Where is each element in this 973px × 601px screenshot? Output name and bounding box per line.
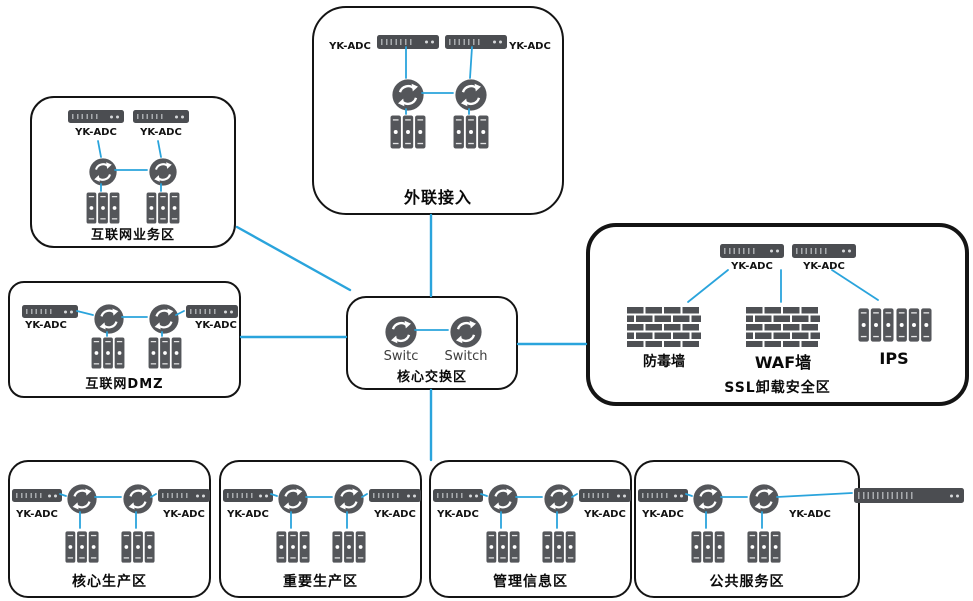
yk-adc-label: YK-ADC <box>163 509 205 520</box>
waf-wall-icon <box>746 307 820 347</box>
server-rack-icon <box>542 530 576 564</box>
yk-adc-label: YK-ADC <box>584 509 626 520</box>
server-rack-icon <box>146 192 180 224</box>
switch-label-left: Switc <box>383 349 419 364</box>
zone-title-core-switch: 核心交换区 <box>396 370 467 385</box>
zone-internet-dmz: YK-ADC YK-ADC 互联网DMZ <box>8 281 241 398</box>
waf-wall-label: WAF墙 <box>754 353 812 372</box>
load-balancer-icon <box>94 304 124 334</box>
adc-appliance-icon <box>377 35 439 49</box>
adc-appliance-icon <box>433 489 483 502</box>
server-rack-icon <box>91 337 125 369</box>
switch-icon <box>450 316 482 348</box>
load-balancer-icon <box>488 484 518 514</box>
server-rack-icon <box>332 530 366 564</box>
yk-adc-label: YK-ADC <box>329 41 371 52</box>
zone-public-services: YK-ADC YK-ADC 公共服务区 <box>634 460 964 598</box>
zone-external-access: YK-ADC YK-ADC 外联接入 <box>312 6 564 215</box>
adc-appliance-icon <box>133 110 189 123</box>
ips-rack-icon <box>858 304 894 346</box>
yk-adc-label: YK-ADC <box>75 127 117 138</box>
zone-important-production: YK-ADC YK-ADC 重要生产区 <box>219 460 422 598</box>
load-balancer-icon <box>67 484 97 514</box>
yk-adc-label: YK-ADC <box>227 509 269 520</box>
adc-appliance-icon <box>579 489 631 502</box>
adc-appliance-icon <box>369 489 421 502</box>
zone-management-information: YK-ADC YK-ADC 管理信息区 <box>429 460 632 598</box>
server-rack-icon <box>486 530 520 564</box>
server-rack-icon <box>453 115 489 149</box>
adc-appliance-icon <box>445 35 507 49</box>
zone-title-internet-dmz: 互联网DMZ <box>85 377 164 392</box>
yk-adc-label: YK-ADC <box>731 261 773 272</box>
server-rack-icon <box>390 115 426 149</box>
switch-label-right: Switch <box>444 349 488 364</box>
ips-rack-icon <box>896 304 932 346</box>
adc-appliance-icon <box>223 489 273 502</box>
yk-adc-label: YK-ADC <box>374 509 416 520</box>
yk-adc-label: YK-ADC <box>16 509 58 520</box>
antivirus-wall-icon <box>627 307 701 347</box>
yk-adc-label: YK-ADC <box>140 127 182 138</box>
adc-appliance-icon <box>792 244 856 258</box>
load-balancer-icon <box>123 484 153 514</box>
zone-core-switch: Switc Switch 核心交换区 <box>346 296 518 390</box>
zone-title-ssl-security: SSL卸载安全区 <box>724 380 831 396</box>
ips-label: IPS <box>879 349 909 368</box>
server-rack-icon <box>747 530 781 564</box>
zone-title-management-information: 管理信息区 <box>493 574 568 590</box>
load-balancer-icon <box>89 158 117 186</box>
yk-adc-label: YK-ADC <box>509 41 551 52</box>
load-balancer-icon <box>278 484 308 514</box>
load-balancer-icon <box>392 79 424 111</box>
adc-appliance-icon <box>854 488 964 503</box>
server-rack-icon <box>121 530 155 564</box>
server-rack-icon <box>276 530 310 564</box>
yk-adc-label: YK-ADC <box>195 320 237 331</box>
load-balancer-icon <box>455 79 487 111</box>
load-balancer-icon <box>749 484 779 514</box>
server-rack-icon <box>65 530 99 564</box>
yk-adc-label: YK-ADC <box>25 320 67 331</box>
adc-appliance-icon <box>158 489 210 502</box>
load-balancer-icon <box>544 484 574 514</box>
zone-core-production: YK-ADC YK-ADC 核心生产区 <box>8 460 211 598</box>
adc-appliance-icon <box>68 110 124 123</box>
adc-appliance-icon <box>638 489 688 502</box>
server-rack-icon <box>691 530 725 564</box>
yk-adc-label: YK-ADC <box>789 509 831 520</box>
yk-adc-label: YK-ADC <box>437 509 479 520</box>
server-rack-icon <box>148 337 182 369</box>
load-balancer-icon <box>334 484 364 514</box>
load-balancer-icon <box>149 304 179 334</box>
zone-title-public-services: 公共服务区 <box>709 574 785 590</box>
load-balancer-icon <box>149 158 177 186</box>
adc-appliance-icon <box>186 305 238 318</box>
antivirus-wall-label: 防毒墙 <box>643 354 685 370</box>
adc-appliance-icon <box>720 244 784 258</box>
yk-adc-label: YK-ADC <box>803 261 845 272</box>
load-balancer-icon <box>693 484 723 514</box>
zone-ssl-security: YK-ADC YK-ADC 防毒墙 WAF墙 IPS SSL卸载安全区 <box>586 223 969 406</box>
zone-title-internet-business: 互联网业务区 <box>90 228 175 243</box>
zone-title-core-production: 核心生产区 <box>72 574 147 590</box>
yk-adc-label: YK-ADC <box>642 509 684 520</box>
zone-title-external-access: 外联接入 <box>403 188 472 207</box>
adc-appliance-icon <box>22 305 78 318</box>
adc-appliance-icon <box>12 489 62 502</box>
zone-internet-business: YK-ADC YK-ADC 互联网业务区 <box>30 96 236 248</box>
server-rack-icon <box>86 192 120 224</box>
zone-title-important-production: 重要生产区 <box>283 574 358 590</box>
switch-icon <box>385 316 417 348</box>
